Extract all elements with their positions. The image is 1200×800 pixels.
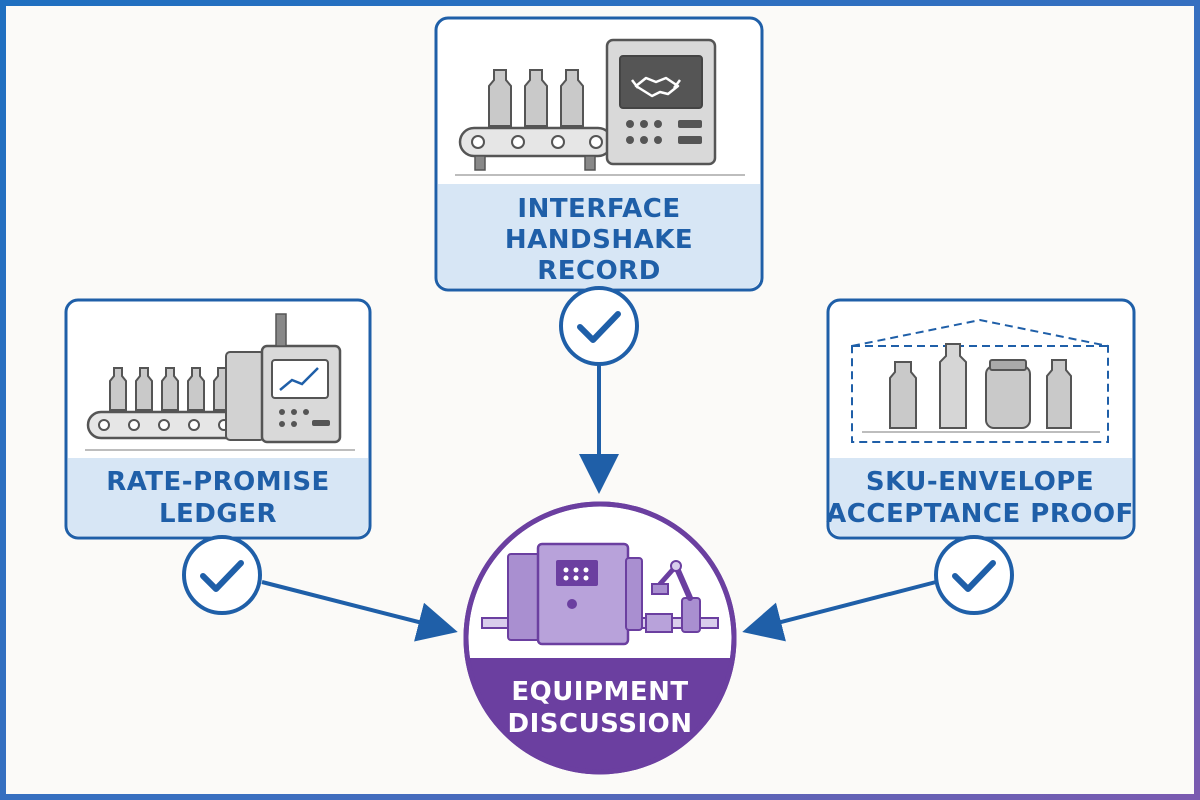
bottle-icon: [488, 69, 584, 127]
bottle-icon: [889, 343, 1072, 429]
control-panel-machine: [225, 313, 342, 444]
node-equipment-discussion: EQUIPMENT DISCUSSION: [463, 501, 737, 775]
node-label-line: RATE-PROMISE: [106, 467, 330, 497]
connectors: [261, 365, 937, 642]
node-sku-envelope-acceptance-proof: SKU-ENVELOPE ACCEPTANCE PROOF: [826, 298, 1136, 540]
node-label-line: ACCEPTANCE PROOF: [826, 499, 1134, 529]
label-band: [438, 184, 760, 288]
node-label-line: EQUIPMENT: [511, 677, 688, 707]
packaging-machine: [481, 542, 719, 646]
checkmark-icon: [559, 286, 639, 366]
node-label-line: INTERFACE: [517, 194, 680, 224]
checkmark-icon: [182, 535, 262, 615]
trend-chart-icon: [279, 367, 319, 391]
control-panel-machine: [605, 38, 717, 166]
node-label-line: LEDGER: [159, 499, 277, 529]
node-label-line: HANDSHAKE: [505, 225, 693, 255]
node-label-line: SKU-ENVELOPE: [866, 467, 1094, 497]
envelope-outline: [851, 318, 1109, 443]
node-label-line: DISCUSSION: [508, 709, 693, 739]
node-rate-promise-ledger: RATE-PROMISE LEDGER: [64, 298, 372, 540]
handshake-icon: [631, 76, 681, 98]
label-band: [68, 458, 368, 536]
checkmark-icon: [934, 535, 1014, 615]
node-label-line: RECORD: [537, 256, 661, 286]
arrow-left-to-center: [261, 580, 458, 642]
conveyor-icon: [458, 126, 614, 171]
node-interface-handshake-record: INTERFACE HANDSHAKE RECORD: [434, 16, 764, 292]
label-band: [830, 458, 1132, 536]
robot-arm-icon: [651, 560, 701, 633]
arrow-right-to-center: [742, 580, 937, 642]
